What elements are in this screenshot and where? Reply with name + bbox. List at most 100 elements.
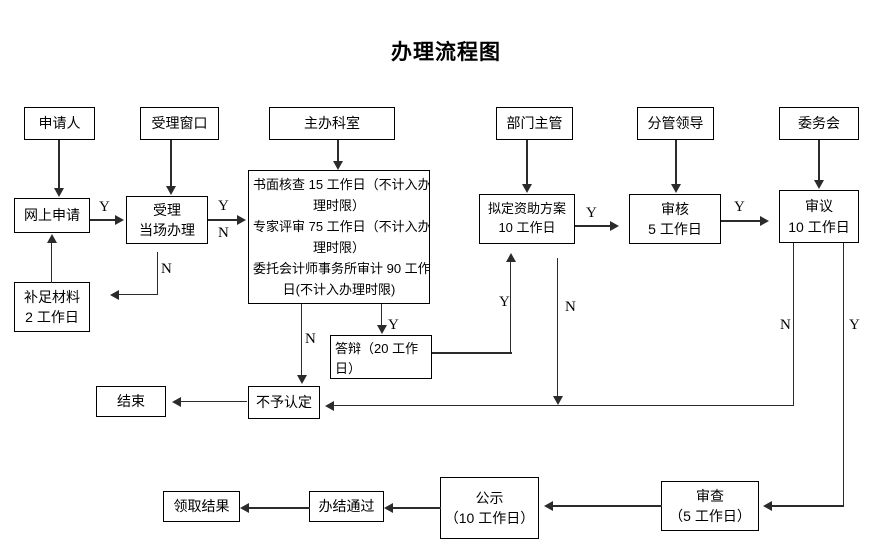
node-committee-label: 委务会: [798, 115, 840, 132]
arrow-online-to-acceptance: [115, 215, 124, 225]
node-deliberation-line-2: 10 工作日: [788, 218, 850, 235]
edge-acceptance-reject-left: [117, 294, 158, 295]
arrow-pass-to-collect: [240, 503, 249, 513]
arrow-applicant-to-online: [54, 188, 64, 197]
edge-deliberation-reject-down: [793, 243, 794, 406]
node-examine: 审查 （5 工作日）: [661, 481, 759, 531]
edge-supplement-to-online: [51, 243, 52, 283]
edge-defense-right: [432, 352, 512, 354]
node-examine-line-1: 审查: [696, 487, 724, 504]
arrow-review-to-notrec: [297, 375, 307, 384]
edge-reject-collector-line: [333, 405, 794, 406]
node-publicity: 公示 （10 工作日）: [440, 477, 539, 539]
node-supplement-line-2: 2 工作日: [25, 309, 79, 325]
node-review-tasks-line-4: 理时限）: [312, 240, 365, 256]
node-branch-leader: 分管领导: [637, 107, 714, 140]
node-funding-plan-line-1: 拟定资助方案: [487, 201, 566, 217]
node-online-application: 网上申请: [14, 198, 90, 233]
arrow-committee-to-deliberation: [814, 180, 824, 189]
edge-label-accept-review-y: Y: [218, 198, 229, 214]
node-host-department-label: 主办科室: [304, 115, 360, 132]
edge-acceptance-reject-down: [157, 252, 158, 295]
edge-online-to-acceptance: [90, 219, 116, 221]
edge-label-online-to-accept: Y: [99, 199, 110, 215]
node-audit-line-1: 审核: [661, 200, 689, 217]
node-end-label: 结束: [117, 393, 145, 410]
edge-deliberation-pass-down: [843, 243, 844, 506]
edge-label-defense-plan-y: Y: [499, 294, 510, 310]
arrow-manager-to-plan: [522, 184, 532, 193]
edge-committee-to-deliberation: [818, 140, 820, 181]
arrow-plan-reject-down: [553, 396, 563, 405]
edge-label-accept-review-n: N: [218, 225, 229, 241]
arrow-audit-to-deliberation: [760, 216, 769, 226]
edge-pass-to-collect: [248, 507, 310, 509]
node-defense-line-2: 日）: [335, 360, 362, 376]
edge-publicity-to-pass: [392, 507, 441, 509]
node-collect-result-label: 领取结果: [173, 498, 230, 515]
node-applicant-label: 申请人: [38, 115, 81, 132]
edge-label-review-defense-y: Y: [388, 317, 399, 333]
edge-review-to-defense: [381, 304, 382, 326]
node-not-recognized-label: 不予认定: [256, 394, 312, 411]
node-acceptance-window: 受理窗口: [140, 107, 219, 140]
node-examine-line-2: （5 工作日）: [669, 508, 751, 524]
node-acceptance-window-label: 受理窗口: [151, 115, 208, 132]
node-host-department: 主办科室: [269, 107, 395, 140]
edge-deliberation-pass-left: [772, 505, 844, 507]
arrow-plan-to-audit: [610, 221, 619, 231]
edge-notrec-to-end: [180, 401, 247, 402]
page-title: 办理流程图: [391, 40, 501, 64]
node-defense-line-1: 答辩（20 工作: [335, 341, 419, 356]
node-funding-plan-line-2: 10 工作日: [498, 220, 556, 235]
arrow-publicity-to-pass: [384, 503, 393, 513]
arrow-supplement-to-online: [47, 234, 57, 243]
arrow-window-to-acceptance: [166, 186, 176, 195]
node-review-tasks-line-1: 书面核查 15 工作日（不计入办: [253, 177, 431, 192]
node-review-tasks-line-3: 专家评审 75 工作日（不计入办: [253, 219, 431, 235]
edge-label-plan-reject-n: N: [565, 299, 576, 315]
arrow-host-to-review: [333, 161, 343, 170]
edge-applicant-to-online: [58, 140, 60, 189]
node-audit-line-2: 5 工作日: [648, 221, 702, 237]
edge-window-to-acceptance: [170, 140, 172, 187]
node-dept-manager-label: 部门主管: [506, 115, 563, 132]
node-end: 结束: [96, 386, 166, 417]
edge-acceptance-to-review: [208, 219, 238, 221]
edge-plan-to-audit: [575, 225, 611, 227]
node-acceptance-label-1: 受理: [153, 201, 181, 218]
arrow-leader-to-audit: [671, 184, 681, 193]
node-supplement-materials: 补足材料 2 工作日: [14, 282, 90, 332]
node-audit: 审核 5 工作日: [629, 194, 721, 244]
node-collect-result: 领取结果: [163, 491, 240, 522]
node-completed-pass: 办结通过: [309, 491, 384, 522]
node-deliberation-line-1: 审议: [805, 198, 833, 215]
arrow-review-to-defense: [377, 325, 387, 334]
edge-label-review-notrec-n: N: [305, 331, 316, 347]
node-funding-plan: 拟定资助方案 10 工作日: [479, 194, 575, 244]
node-review-tasks-line-5: 委托会计师事务所审计 90 工作: [253, 261, 431, 277]
node-committee: 委务会: [779, 107, 859, 140]
edge-label-acceptance-reject-n: N: [161, 261, 172, 277]
arrow-defense-to-plan: [506, 253, 516, 262]
node-online-application-label: 网上申请: [24, 207, 80, 224]
node-supplement-line-1: 补足材料: [24, 288, 80, 305]
edge-plan-reject-down: [557, 258, 558, 398]
node-branch-leader-label: 分管领导: [647, 115, 704, 132]
node-review-tasks: 书面核查 15 工作日（不计入办 理时限） 专家评审 75 工作日（不计入办 理…: [248, 170, 431, 304]
node-publicity-line-2: （10 工作日）: [444, 510, 535, 526]
edge-label-audit-deliberation-y: Y: [734, 199, 745, 215]
node-publicity-line-1: 公示: [475, 489, 504, 506]
edge-review-to-notrec: [301, 304, 302, 376]
node-review-tasks-line-6: 日(不计入办理时限): [282, 282, 396, 298]
edge-leader-to-audit: [675, 140, 677, 185]
edge-host-to-review: [337, 140, 339, 162]
node-acceptance: 受理 当场办理: [126, 196, 208, 244]
node-applicant: 申请人: [24, 107, 95, 140]
arrow-examine-to-publicity: [544, 501, 553, 511]
node-defense: 答辩（20 工作 日）: [330, 335, 432, 379]
node-review-tasks-line-2: 理时限）: [312, 198, 365, 214]
edge-label-deliberation-y: Y: [849, 317, 860, 333]
edge-label-deliberation-n: N: [780, 317, 791, 333]
node-acceptance-label-2: 当场办理: [139, 222, 195, 238]
